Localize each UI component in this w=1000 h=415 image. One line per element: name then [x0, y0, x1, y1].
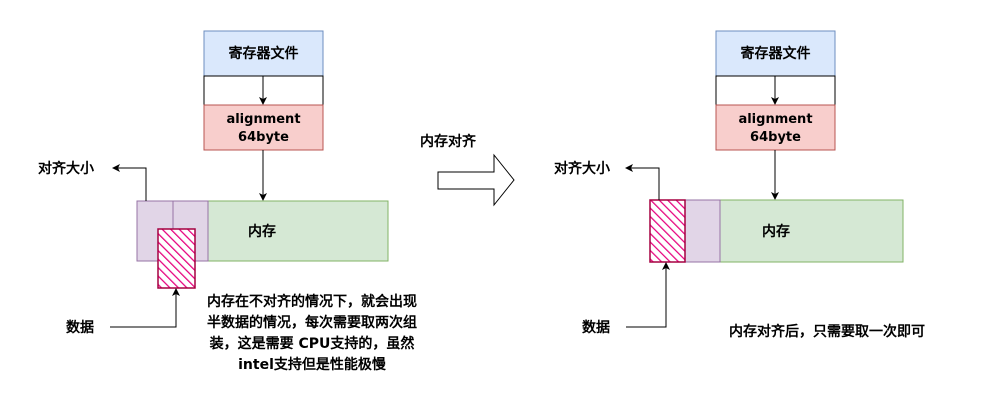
left-register-file-box — [203, 30, 324, 77]
transition-arrow-icon — [437, 153, 515, 207]
right-memory-label: 内存 — [762, 223, 790, 240]
right-memory-cell-2 — [684, 199, 721, 263]
left-data-arrow — [110, 288, 180, 328]
left-alignment-line1: alignment — [226, 112, 300, 127]
transition: 内存对齐 — [420, 133, 515, 207]
right-diagram: 寄存器文件 alignment 64byte 内存 对齐大小 数据 内存对齐后，… — [554, 30, 925, 340]
right-data-block — [649, 199, 686, 263]
left-align-size-label: 对齐大小 — [38, 160, 94, 177]
right-data-label: 数据 — [582, 319, 610, 336]
right-alignment-line1: alignment — [738, 112, 812, 127]
transition-title: 内存对齐 — [420, 133, 477, 150]
left-note-line-2: 半数据的情况，每次需要取两次组 — [207, 314, 417, 331]
left-alignment-line2: 64byte — [238, 130, 289, 145]
right-register-file-label: 寄存器文件 — [741, 45, 811, 62]
left-register-file-label: 寄存器文件 — [229, 45, 299, 62]
right-note: 内存对齐后，只需要取一次即可 — [729, 323, 925, 340]
right-register-file-box — [715, 30, 836, 77]
right-alignment-line2: 64byte — [750, 130, 801, 145]
left-align-size-arrow — [112, 164, 147, 201]
left-memory-label: 内存 — [248, 223, 276, 240]
right-alignment-box — [715, 104, 836, 151]
left-diagram: 寄存器文件 alignment 64byte 内存 对齐大小 数据 内存在不对齐… — [38, 30, 417, 373]
left-note-line-1: 内存在不对齐的情况下，就会出现 — [207, 293, 417, 310]
left-data-block — [157, 228, 196, 289]
left-note-line-3: 装，这是需要 CPU支持的，虽然 — [209, 335, 415, 352]
right-align-size-label: 对齐大小 — [554, 160, 610, 177]
left-note-line-4: intel支持但是性能极慢 — [238, 356, 387, 373]
left-data-label: 数据 — [66, 319, 94, 336]
right-data-arrow — [626, 262, 670, 328]
right-align-size-arrow — [625, 164, 660, 200]
